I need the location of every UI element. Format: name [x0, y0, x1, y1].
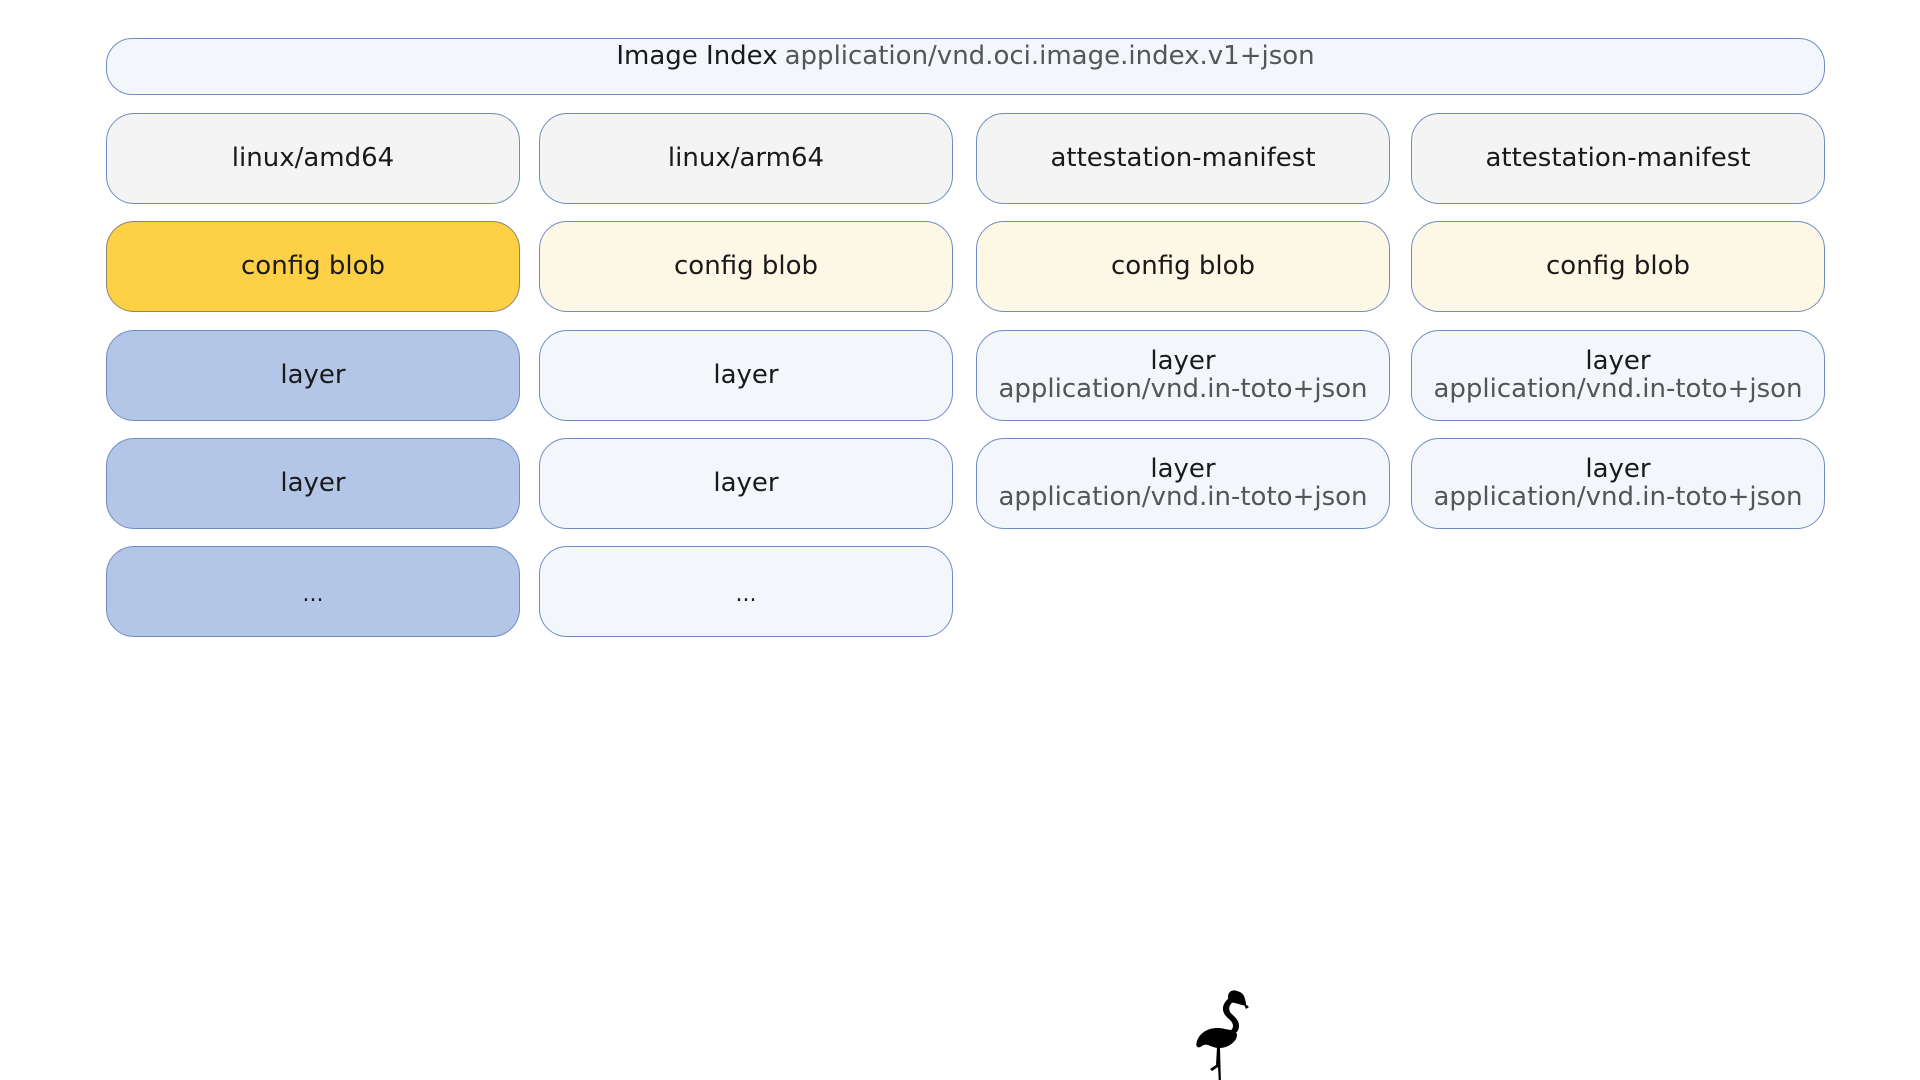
layer-attestation-2-2: layer application/vnd.in-toto+json — [1411, 438, 1825, 529]
manifest-label: attestation-manifest — [1485, 142, 1751, 173]
manifest-label: linux/amd64 — [231, 142, 395, 173]
manifest-label: attestation-manifest — [1050, 142, 1316, 173]
layer-media-type: application/vnd.in-toto+json — [1433, 481, 1803, 512]
manifest-attestation-2: attestation-manifest — [1411, 113, 1825, 204]
image-index-media-type: application/vnd.oci.image.index.v1+json — [784, 41, 1315, 71]
layer-label: layer — [280, 359, 346, 390]
config-label: config blob — [1111, 250, 1255, 281]
layer-arm64-1: layer — [539, 330, 953, 421]
config-blob-amd64: config blob — [106, 221, 520, 312]
config-label: config blob — [241, 250, 385, 281]
image-index-box: Image Index application/vnd.oci.image.in… — [106, 38, 1825, 95]
manifest-attestation-1: attestation-manifest — [976, 113, 1390, 204]
layer-ellipsis: ... — [302, 581, 324, 607]
layer-label: layer — [713, 467, 779, 498]
layer-label: layer — [713, 359, 779, 390]
layer-media-type: application/vnd.in-toto+json — [998, 481, 1368, 512]
config-blob-arm64: config blob — [539, 221, 953, 312]
config-label: config blob — [674, 250, 818, 281]
image-index-title: Image Index — [616, 41, 778, 71]
layer-amd64-more: ... — [106, 546, 520, 637]
layer-amd64-2: layer — [106, 438, 520, 529]
flamingo-icon — [1196, 990, 1249, 1080]
layer-ellipsis: ... — [735, 581, 757, 607]
layer-media-type: application/vnd.in-toto+json — [998, 373, 1368, 404]
layer-arm64-2: layer — [539, 438, 953, 529]
config-label: config blob — [1546, 250, 1690, 281]
layer-label: layer — [1150, 454, 1216, 485]
layer-label: layer — [1585, 346, 1651, 377]
layer-label: layer — [1585, 454, 1651, 485]
layer-attestation-1-1: layer application/vnd.in-toto+json — [976, 330, 1390, 421]
config-blob-attestation-2: config blob — [1411, 221, 1825, 312]
config-blob-attestation-1: config blob — [976, 221, 1390, 312]
layer-attestation-1-2: layer application/vnd.in-toto+json — [976, 438, 1390, 529]
layer-arm64-more: ... — [539, 546, 953, 637]
manifest-linux-amd64: linux/amd64 — [106, 113, 520, 204]
layer-label: layer — [1150, 346, 1216, 377]
manifest-linux-arm64: linux/arm64 — [539, 113, 953, 204]
manifest-label: linux/arm64 — [667, 142, 825, 173]
layer-media-type: application/vnd.in-toto+json — [1433, 373, 1803, 404]
layer-amd64-1: layer — [106, 330, 520, 421]
layer-label: layer — [280, 467, 346, 498]
layer-attestation-2-1: layer application/vnd.in-toto+json — [1411, 330, 1825, 421]
